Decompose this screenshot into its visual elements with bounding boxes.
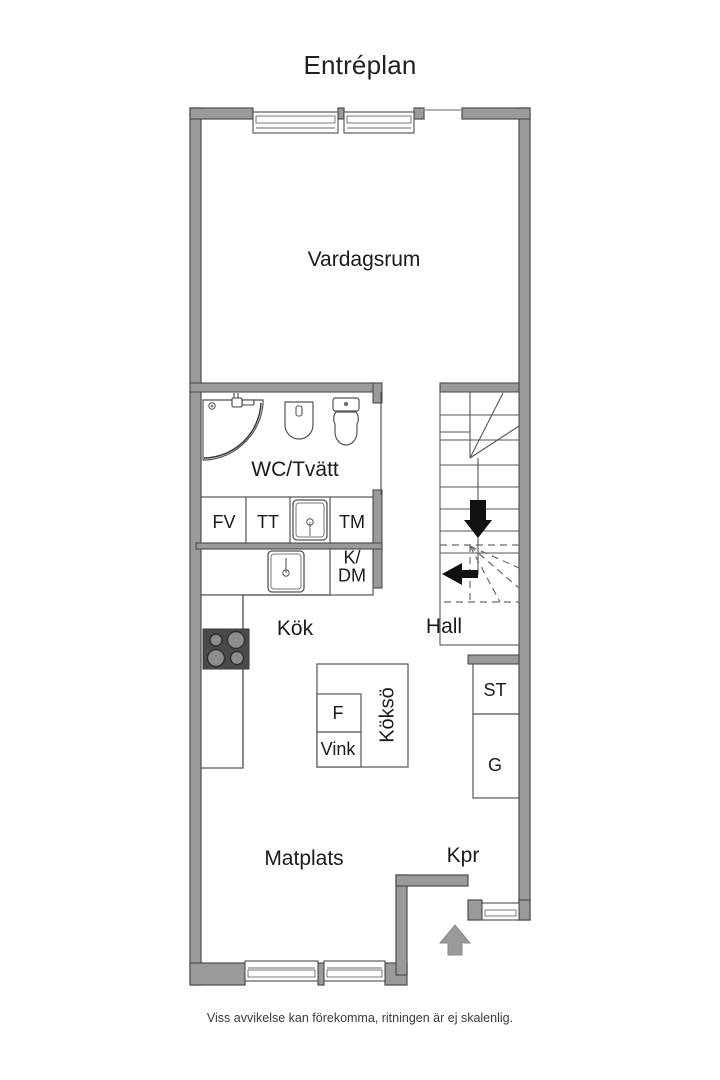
appliance-label-f: F	[332, 702, 344, 723]
appliance-label-tm: TM	[339, 511, 365, 532]
wall-bottom-left-stub	[189, 962, 246, 986]
appliance-label-kdm: K/DM	[338, 547, 366, 586]
toilet-bowl-icon	[333, 411, 359, 446]
wall-right	[518, 107, 531, 921]
washbasin-tap-icon	[295, 405, 303, 417]
entrance-arrow-icon	[438, 924, 472, 956]
wall-top-right-corner	[461, 107, 531, 120]
corner-shower-curve	[203, 402, 262, 459]
page-title: Entréplan	[303, 50, 417, 80]
kitchen-counter-left	[200, 594, 244, 769]
closet-st	[472, 663, 520, 715]
toilet-flush-icon	[344, 402, 348, 406]
window-bottom-right	[323, 960, 386, 982]
wall-stair-top	[439, 382, 520, 393]
corner-shower-icon	[202, 399, 264, 461]
washbasin-icon	[284, 401, 314, 440]
kitchen-sink-icon	[267, 550, 305, 593]
appliance-label-vink: Vink	[320, 738, 356, 759]
wall-bottom-mullion	[317, 962, 325, 986]
stair-left-arrow-icon	[442, 563, 478, 585]
closet-label-st: ST	[483, 679, 507, 700]
window-top-right	[343, 111, 415, 134]
window-group	[244, 111, 520, 982]
cooktop-icon	[202, 628, 250, 670]
wall-entrance-right-stub	[467, 899, 483, 921]
appliance-row-box	[200, 496, 374, 544]
disclaimer-text: Viss avvikelse kan förekomma, ritningen …	[206, 1011, 514, 1025]
staircase	[439, 391, 520, 646]
wall-top-left-stub	[189, 107, 254, 120]
closet-g	[472, 713, 520, 799]
wall-porch-vertical	[395, 874, 408, 976]
closet-label-g: G	[487, 754, 503, 775]
stair-down-arrow-icon	[464, 500, 492, 538]
appliance-label-fv: FV	[212, 511, 236, 532]
shower-mixer-icon	[231, 397, 243, 408]
window-top-left	[252, 111, 339, 134]
wall-entrance-right-stub2	[518, 899, 531, 921]
laundry-sink-icon	[292, 499, 328, 541]
wall-top-mullion	[337, 107, 345, 120]
wall-porch-horizontal	[395, 874, 469, 887]
appliance-label-tt: TT	[257, 511, 279, 532]
window-bottom-left	[244, 960, 319, 982]
sink-icons	[267, 499, 328, 593]
island-vink-box	[316, 731, 362, 768]
island-label-kokso: Köksö	[376, 687, 399, 743]
wall-wc-top	[189, 382, 382, 393]
wall-hall-left-upper	[372, 489, 383, 589]
wc-fixtures	[202, 393, 360, 461]
wall-wc-top-return	[372, 382, 383, 404]
wall-st-top	[467, 654, 520, 665]
window-kpr	[481, 902, 520, 921]
